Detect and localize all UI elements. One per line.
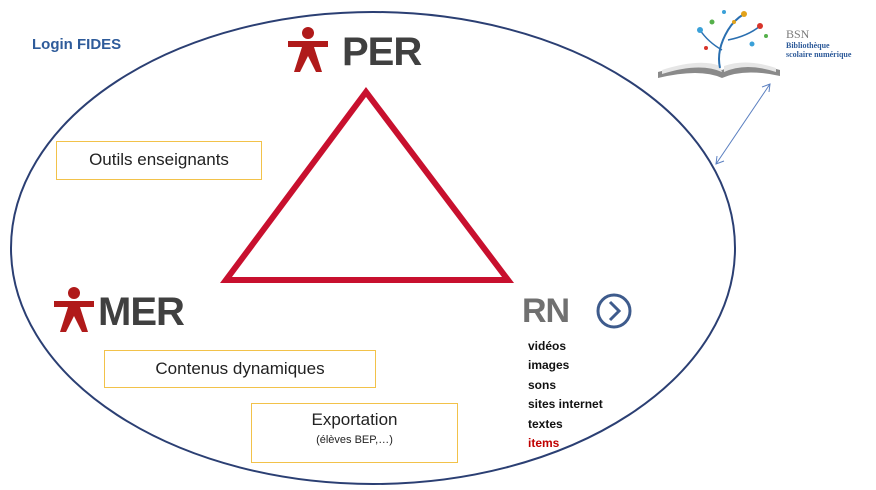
exportation-title: Exportation	[311, 410, 398, 429]
fides-ellipse	[10, 11, 736, 485]
chevron-right-circle-icon[interactable]	[596, 293, 632, 329]
triangle-shape	[220, 86, 515, 283]
rn-item: images	[528, 358, 570, 373]
mer-label: MER	[98, 290, 185, 334]
mer-person-icon	[54, 287, 94, 332]
rn-label: RN	[522, 292, 570, 330]
per-person-icon	[288, 27, 328, 72]
rn-item: sons	[528, 377, 557, 392]
open-book-tree-icon	[658, 10, 780, 78]
bsn-title: BSN	[786, 27, 810, 41]
exportation-subtitle: (élèves BEP,…)	[316, 434, 393, 446]
bsn-subtitle-line1: Bibliothèque	[786, 41, 830, 50]
rn-item: vidéos	[528, 339, 567, 353]
bsn-link-arrowhead-top	[761, 83, 771, 93]
bsn-link-arrow	[715, 83, 771, 165]
login-fides-label: Login FIDES	[32, 36, 122, 53]
bsn-subtitle-line2: scolaire numérique	[786, 50, 852, 59]
rn-item: textes	[528, 416, 563, 431]
bsn-subtitle: Bibliothèque scolaire numérique	[786, 41, 851, 59]
rn-items-list: vidéos images sons sites internet textes…	[528, 337, 603, 453]
outils-enseignants-box: Outils enseignants	[56, 141, 262, 180]
rn-item: sites internet	[528, 397, 603, 412]
bsn-link-arrowhead-bottom	[715, 155, 725, 165]
per-label: PER	[342, 30, 422, 74]
rn-item-items: items	[528, 436, 560, 451]
exportation-box: Exportation (élèves BEP,…)	[251, 403, 458, 463]
contenus-dynamiques-box: Contenus dynamiques	[104, 350, 376, 388]
